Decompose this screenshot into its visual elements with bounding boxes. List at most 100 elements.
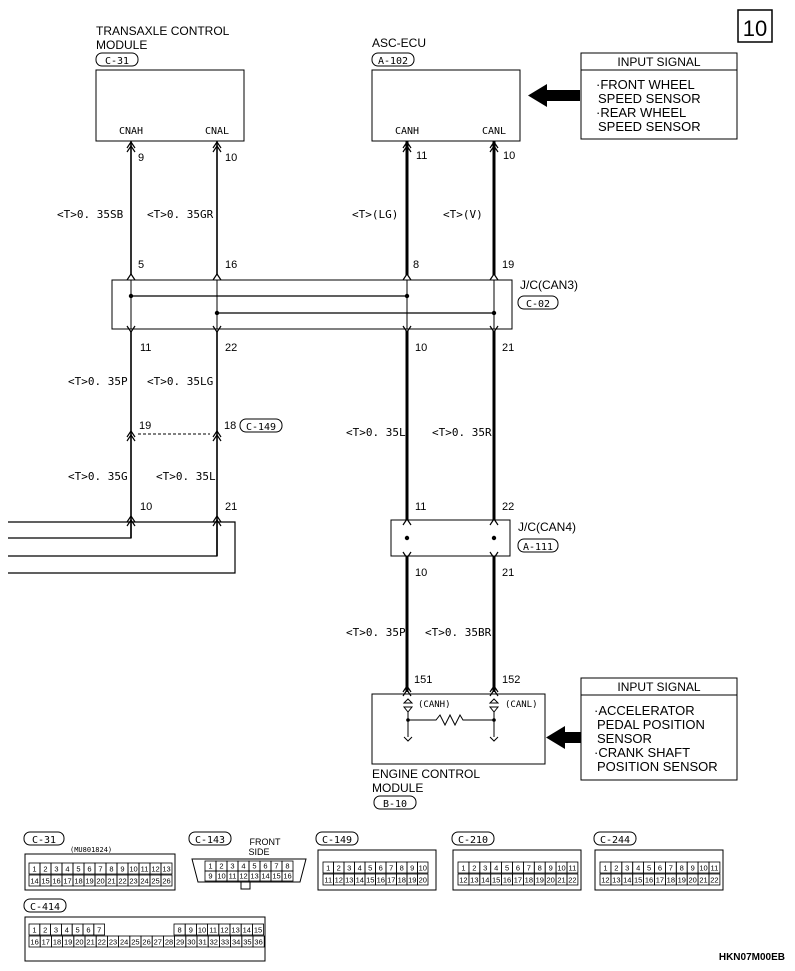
- c414-pin-number: 10: [198, 926, 206, 935]
- c210-pin-number: 12: [459, 876, 467, 885]
- c414-pin-number: 25: [131, 938, 139, 947]
- c244-pin-number: 16: [645, 876, 653, 885]
- c414-pin-number: 2: [43, 926, 47, 935]
- c210-pin-number: 11: [569, 864, 577, 873]
- c149-pin-number: 17: [387, 876, 395, 885]
- ecm-input-line: POSITION SENSOR: [597, 759, 718, 774]
- jc-can3-connector-badge: [517, 295, 559, 310]
- c414-pin-number: 11: [209, 926, 217, 935]
- c31-face-badge: [23, 831, 65, 846]
- ecm-pin-canh: (CANH): [418, 700, 451, 710]
- wire-label: <T>0. 35P: [346, 626, 406, 639]
- wire-label: <T>(LG): [352, 208, 398, 221]
- c149-pin-number: 1: [326, 864, 330, 873]
- jc-can4-splices: [404, 535, 497, 541]
- c414-pin-number: 19: [64, 938, 72, 947]
- asc-input-signal-header: INPUT SIGNAL: [617, 55, 700, 69]
- c149-face-body: [317, 849, 437, 891]
- c31-pin-number: 19: [85, 877, 93, 886]
- jc-can3-connector: C-02: [526, 299, 550, 310]
- c244-pin-number: 5: [647, 864, 651, 873]
- c210-pin-number: 7: [527, 864, 531, 873]
- left-exit-wires: [8, 521, 236, 574]
- c414-pin-cell: [252, 935, 265, 948]
- asc-input-line: SPEED SENSOR: [598, 119, 701, 134]
- jc-can3-label: J/C(CAN3): [520, 278, 578, 292]
- c31-pin-cell: [160, 862, 173, 875]
- c244-pin-number: 1: [603, 864, 607, 873]
- c149-pin-number: 3: [347, 864, 351, 873]
- c414-pin-number: 1: [32, 926, 36, 935]
- can-main-wires: [405, 141, 496, 692]
- c149-pin-number: 10: [419, 864, 427, 873]
- asc-arrow-shaft: [545, 90, 580, 101]
- page-number: 10: [743, 16, 767, 41]
- c244-pin-number: 13: [612, 876, 620, 885]
- pin-can4-in: 11: [415, 501, 426, 513]
- c143-pin-number: 16: [283, 872, 291, 881]
- c31-face-body: [24, 853, 176, 891]
- c31-face-label: C-31: [32, 835, 56, 846]
- jc-can3-box: [111, 279, 513, 330]
- c244-pin-number: 2: [614, 864, 618, 873]
- c244-pin-number: 3: [625, 864, 629, 873]
- c210-pin-number: 18: [525, 876, 533, 885]
- c414-pin-number: 26: [142, 938, 150, 947]
- c244-pin-number: 14: [623, 876, 631, 885]
- c414-pin-number: 34: [232, 938, 240, 947]
- pin-can3-out: 11: [140, 342, 151, 354]
- c244-pin-number: 4: [636, 864, 640, 873]
- c210-pin-number: 10: [557, 864, 565, 873]
- c414-face-body: [24, 916, 266, 962]
- c210-pin-number: 17: [514, 876, 522, 885]
- c149-pin-number: 19: [408, 876, 416, 885]
- tcm-box: [95, 69, 245, 142]
- c31-pin-number: 13: [162, 865, 170, 874]
- c414-pin-number: 3: [54, 926, 58, 935]
- connector-chevrons: [126, 140, 499, 697]
- tcm-title-line2: MODULE: [96, 38, 147, 52]
- c244-pin-number: 20: [688, 876, 696, 885]
- c210-pin-number: 20: [546, 876, 554, 885]
- c149-pin-number: 14: [356, 876, 364, 885]
- c210-face-body: [452, 849, 582, 891]
- c244-pin-number: 10: [699, 864, 707, 873]
- c244-pin-number: 21: [699, 876, 707, 885]
- c244-pin-number: 11: [711, 864, 719, 873]
- asc-input-line: ·REAR WHEEL: [596, 105, 686, 120]
- c414-pin-number: 4: [65, 926, 69, 935]
- pin-can3-in: 19: [502, 259, 514, 271]
- wire-label: <T>0. 35L: [346, 426, 406, 439]
- c143-pin-number: 3: [230, 862, 234, 871]
- c149-pin-number: 12: [335, 876, 343, 885]
- c414-pin-number: 33: [221, 938, 229, 947]
- c414-pin-number: 27: [154, 938, 162, 947]
- c414-pin-number: 15: [254, 926, 262, 935]
- c143-pin-number: 13: [250, 872, 258, 881]
- jc-can3-splices: [128, 293, 497, 316]
- c31-pin-number: 21: [107, 877, 115, 886]
- c210-pin-number: 14: [481, 876, 489, 885]
- c210-pin-number: 15: [492, 876, 500, 885]
- c210-pin-number: 3: [483, 864, 487, 873]
- asc-input-line: SPEED SENSOR: [598, 91, 701, 106]
- ecm-arrow-shaft: [563, 732, 581, 743]
- c149-pin-number: 5: [368, 864, 372, 873]
- c31-pin-number: 16: [52, 877, 60, 886]
- wire-label: <T>0. 35BR: [425, 626, 492, 639]
- c143-face-body: [191, 858, 307, 883]
- asc-connector: A-102: [378, 56, 408, 67]
- c414-pin-number: 30: [187, 938, 195, 947]
- pin-tcm-h: 9: [138, 152, 144, 164]
- c414-pin-number: 22: [98, 938, 106, 947]
- c244-pin-number: 22: [710, 876, 718, 885]
- c31-pin-number: 6: [87, 865, 91, 874]
- c149-pin-number: 16: [377, 876, 385, 885]
- pin-can3-in: 5: [138, 259, 144, 271]
- c414-pin-number: 13: [231, 926, 239, 935]
- c31-pin-number: 17: [63, 877, 71, 886]
- c149-pin-number: 13: [345, 876, 353, 885]
- c244-face-body: [594, 849, 724, 891]
- c414-pin-number: 35: [243, 938, 251, 947]
